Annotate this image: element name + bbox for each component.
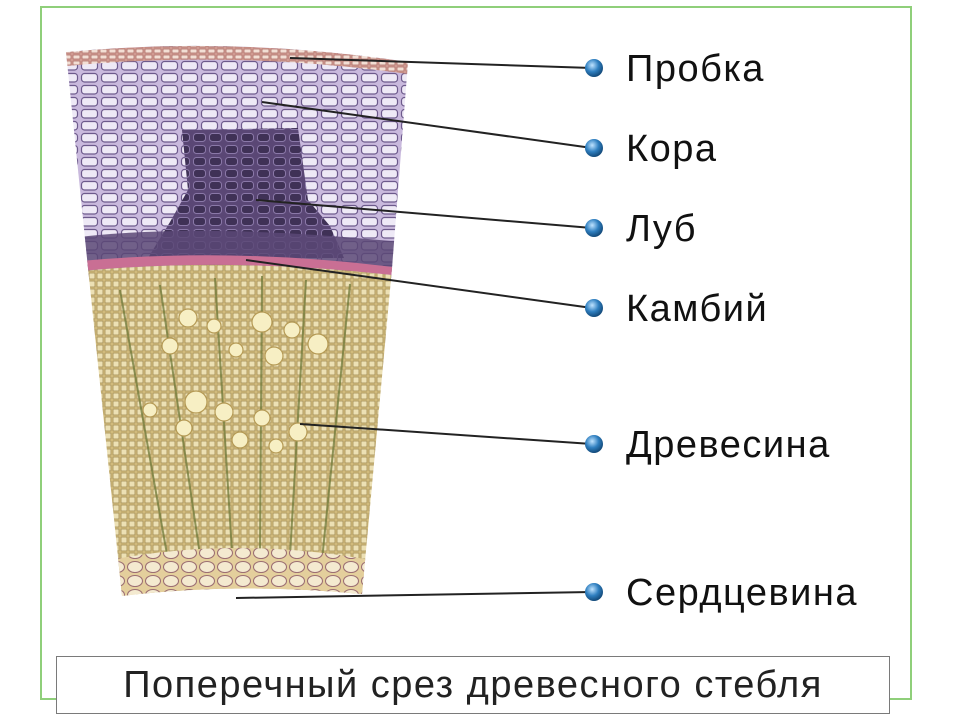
marker-dot-cork: [585, 59, 603, 77]
leader-line-wood: [299, 423, 593, 445]
cork-layer: [66, 45, 408, 74]
diagram-caption: Поперечный срез древесного стебля: [123, 663, 823, 706]
leader-line-cork: [289, 57, 593, 69]
marker-dot-bark: [585, 139, 603, 157]
label-phloem: Луб: [626, 208, 698, 250]
label-cambium: Камбий: [626, 288, 769, 330]
leader-line-phloem: [255, 199, 593, 229]
stem-tissue-layers: [66, 45, 408, 596]
pith-layer: [110, 548, 370, 596]
marker-dot-wood: [585, 435, 603, 453]
leader-line-bark: [261, 101, 593, 149]
label-bark: Кора: [626, 128, 718, 170]
phloem-layer: [148, 128, 344, 258]
leader-line-pith: [235, 591, 593, 599]
leader-line-cambium: [245, 259, 593, 309]
label-pith: Сердцевина: [626, 572, 859, 614]
label-wood: Древесина: [626, 424, 831, 466]
marker-dot-pith: [585, 583, 603, 601]
marker-dot-phloem: [585, 219, 603, 237]
label-markers: [585, 59, 603, 601]
cambium-layer: [70, 255, 400, 276]
leader-lines: [235, 57, 593, 599]
label-cork: Пробка: [626, 48, 765, 90]
marker-dot-cambium: [585, 299, 603, 317]
wood-vessels: [142, 308, 329, 454]
caption-box: Поперечный срез древесного стебля: [56, 656, 890, 714]
